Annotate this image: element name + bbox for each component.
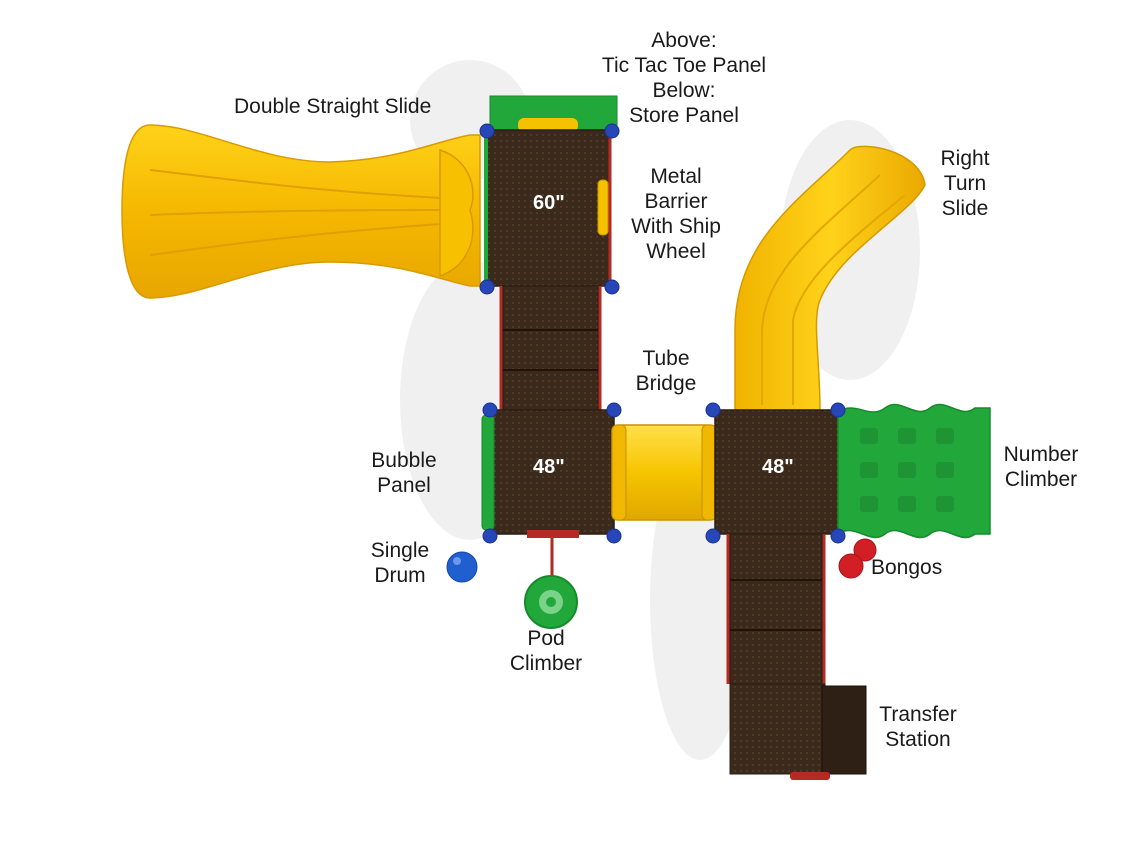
- label-pod-climber-line2: Climber: [509, 652, 583, 675]
- label-tube-bridge-line1: Tube: [642, 347, 690, 370]
- label-right-turn-slide-line1: Right: [940, 147, 990, 170]
- label-tic-tac-toe-panel: Tic Tac Toe Panel: [601, 54, 767, 77]
- label-metal-barrier-line3: With Ship: [631, 215, 721, 238]
- label-transfer-station-line1: Transfer: [879, 703, 957, 726]
- label-bubble-panel-line2: Panel: [377, 474, 431, 497]
- label-double-straight-slide: Double Straight Slide: [234, 95, 432, 118]
- transfer-station-icon[interactable]: [729, 683, 867, 780]
- label-below: Below:: [652, 79, 716, 102]
- lower-stair-platforms: [726, 533, 826, 685]
- deck-60: [484, 129, 611, 287]
- bubble-panel-icon[interactable]: [481, 414, 495, 531]
- label-tube-bridge: Tube Bridge: [625, 346, 707, 396]
- deck-height-60: 60": [533, 192, 565, 214]
- label-metal-barrier: Metal Barrier With Ship Wheel: [620, 164, 732, 264]
- label-tube-bridge-line2: Bridge: [635, 372, 697, 395]
- label-number-climber-line1: Number: [1003, 443, 1079, 466]
- label-number-climber-line2: Climber: [1004, 468, 1078, 491]
- label-above: Above:: [651, 29, 717, 52]
- single-drum-icon[interactable]: [446, 551, 478, 583]
- label-bongos: Bongos: [871, 556, 943, 579]
- label-bubble-panel: Bubble Panel: [364, 448, 444, 498]
- label-metal-barrier-line2: Barrier: [644, 190, 708, 213]
- ship-wheel-icon[interactable]: [597, 135, 612, 282]
- right-turn-slide-icon[interactable]: [734, 145, 926, 411]
- label-number-climber: Number Climber: [996, 442, 1086, 492]
- label-transfer-station: Transfer Station: [870, 702, 966, 752]
- label-right-turn-slide-line2: Turn: [943, 172, 987, 195]
- label-single-drum-line2: Drum: [374, 564, 426, 587]
- tube-bridge-icon[interactable]: [611, 424, 717, 521]
- deck-height-48-left: 48": [533, 456, 565, 478]
- label-store-panel: Store Panel: [629, 104, 739, 127]
- label-transfer-station-line2: Station: [885, 728, 951, 751]
- tic-tac-toe-panel-icon[interactable]: [489, 95, 618, 133]
- bongos-icon[interactable]: [838, 538, 877, 579]
- pod-climber-icon[interactable]: [524, 530, 579, 629]
- stair-step-platforms: [499, 285, 602, 411]
- label-metal-barrier-line4: Wheel: [646, 240, 706, 263]
- label-right-turn-slide: Right Turn Slide: [925, 146, 1005, 221]
- label-right-turn-slide-line3: Slide: [941, 197, 989, 220]
- label-metal-barrier-line1: Metal: [650, 165, 702, 188]
- number-climber-icon[interactable]: [837, 403, 991, 539]
- label-single-drum: Single Drum: [362, 538, 438, 588]
- label-pod-climber: Pod Climber: [502, 626, 590, 676]
- label-single-drum-line1: Single: [370, 539, 430, 562]
- label-bubble-panel-line1: Bubble: [371, 449, 437, 472]
- deck-height-48-right: 48": [762, 456, 794, 478]
- label-pod-climber-line1: Pod: [527, 627, 565, 650]
- post-clamps: [479, 123, 846, 544]
- label-tic-tac-toe-store-panel: Above: Tic Tac Toe Panel Below: Store Pa…: [583, 28, 785, 128]
- double-straight-slide-icon[interactable]: [121, 124, 481, 299]
